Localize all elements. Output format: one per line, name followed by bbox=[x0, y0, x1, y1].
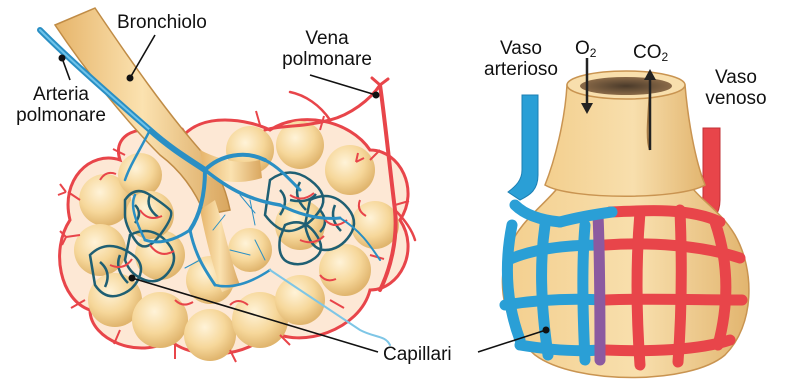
label-vena-polmonare: Vena polmonare bbox=[272, 28, 382, 70]
label-bronchiolo: Bronchiolo bbox=[117, 12, 207, 33]
label-vaso-ven-line2: venoso bbox=[696, 88, 776, 109]
label-o2-base: O bbox=[575, 38, 590, 59]
label-vena-line2: polmonare bbox=[272, 49, 382, 70]
label-arteria-line2: polmonare bbox=[6, 105, 116, 126]
label-arteria-polmonare: Arteria polmonare bbox=[6, 84, 116, 126]
label-vaso-art-line2: arterioso bbox=[476, 59, 566, 80]
label-arteria-line1: Arteria bbox=[6, 84, 116, 105]
label-co2-sub: 2 bbox=[662, 50, 669, 64]
label-vena-line1: Vena bbox=[272, 28, 382, 49]
label-vaso-venoso: Vaso venoso bbox=[696, 67, 776, 109]
label-co2-base: CO bbox=[633, 42, 662, 63]
label-vaso-ven-line1: Vaso bbox=[696, 67, 776, 88]
label-co2: CO2 bbox=[633, 42, 668, 68]
label-o2-sub: 2 bbox=[590, 46, 597, 60]
arterial-vessel bbox=[508, 95, 538, 200]
label-o2: O2 bbox=[575, 38, 596, 64]
label-vaso-art-line1: Vaso bbox=[476, 38, 566, 59]
label-capillari: Capillari bbox=[383, 344, 452, 365]
label-vaso-arterioso: Vaso arterioso bbox=[476, 38, 566, 80]
